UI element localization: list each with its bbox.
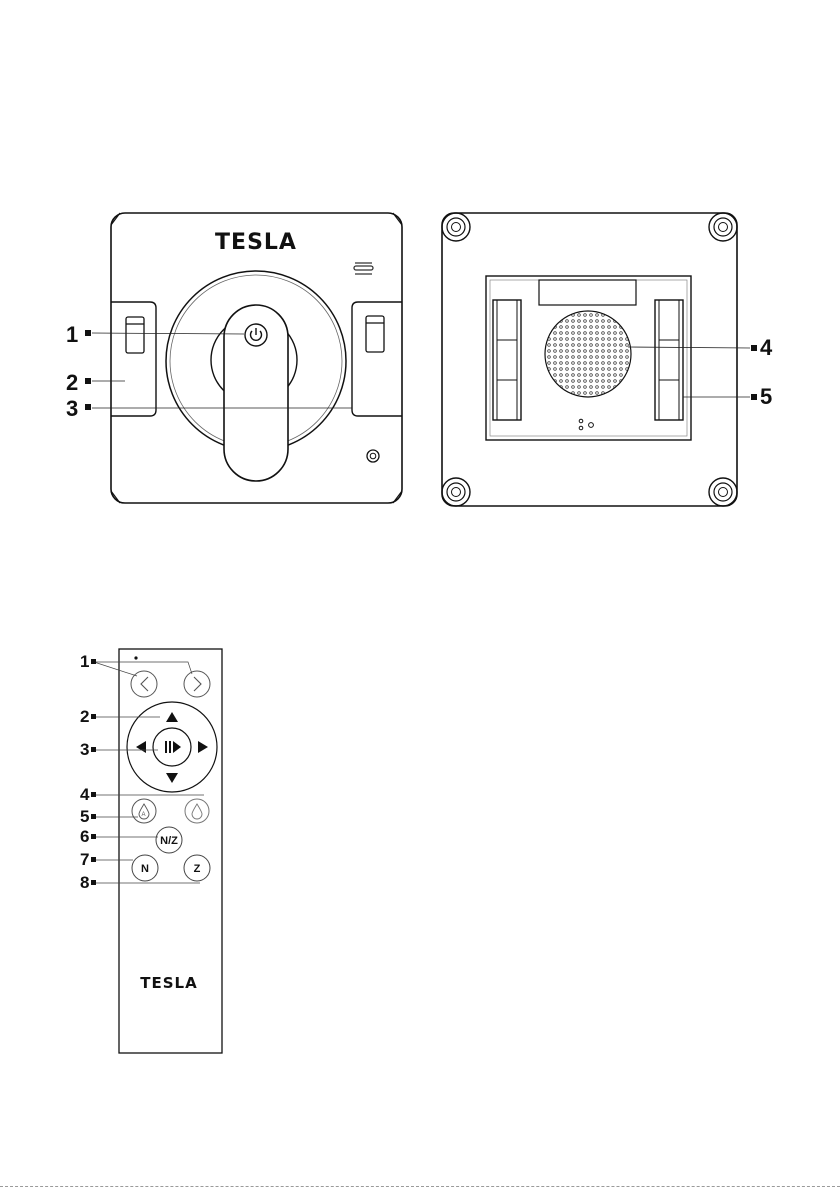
remote-leader-dots (91, 659, 96, 885)
remote-callout-2: 2 (80, 707, 89, 726)
back-right-track (655, 300, 683, 420)
remote-play-pause-button[interactable] (153, 728, 191, 766)
back-callout-5: 5 (760, 384, 772, 409)
robot-front: TESLA (66, 213, 402, 503)
front-corner-br (393, 491, 402, 503)
back-leader-dots (751, 345, 757, 400)
back-foot-br (709, 478, 737, 506)
front-corner-bl (111, 491, 120, 503)
remote-callout-6: 6 (80, 827, 89, 846)
back-label-plate (539, 280, 636, 305)
front-left-bumper (111, 302, 156, 416)
back-foot-tr (709, 213, 737, 241)
remote-callout-3: 3 (80, 740, 89, 759)
footer-dashed-rule (0, 1186, 840, 1187)
back-callout-4: 4 (760, 335, 773, 360)
front-left-latch[interactable] (126, 317, 144, 353)
remote-prev-button[interactable] (131, 671, 157, 697)
front-brand-logo: TESLA (215, 230, 297, 255)
remote-next-button[interactable] (184, 671, 210, 697)
front-corner-tl (111, 213, 120, 225)
remote-brand-logo: TESLA (140, 974, 197, 992)
water-drop-icon (192, 804, 202, 819)
back-suction-pad (545, 311, 631, 397)
front-callout-1: 1 (66, 322, 78, 347)
front-callout-3: 3 (66, 396, 78, 421)
back-leader-lines (628, 347, 750, 397)
arrow-up-icon[interactable] (166, 712, 178, 722)
chevron-right-icon (194, 677, 201, 691)
power-icon[interactable] (245, 324, 267, 346)
svg-text:A: A (142, 812, 146, 818)
front-right-latch[interactable] (366, 316, 384, 352)
remote-callout-5: 5 (80, 807, 89, 826)
arrow-down-icon[interactable] (166, 773, 178, 783)
remote-callout-7: 7 (80, 850, 89, 869)
back-foot-tl (442, 213, 470, 241)
arrow-right-icon[interactable] (198, 741, 208, 753)
remote-n-label: N (141, 863, 149, 875)
front-corner-tr (393, 213, 402, 225)
usb-port-icon (367, 450, 379, 462)
remote-control: A N/Z N Z TESLA (80, 649, 222, 1053)
remote-z-label: Z (194, 863, 201, 875)
chevron-left-icon (141, 677, 148, 691)
back-left-track (493, 300, 521, 420)
back-foot-bl (442, 478, 470, 506)
front-leader-dots (85, 330, 91, 410)
remote-n-button[interactable]: N (132, 855, 158, 881)
remote-z-button[interactable]: Z (184, 855, 210, 881)
remote-led (134, 656, 137, 659)
remote-nz-button[interactable]: N/Z (156, 827, 182, 853)
remote-spray-left-button[interactable]: A (132, 799, 156, 823)
remote-callout-8: 8 (80, 873, 89, 892)
arrow-left-icon[interactable] (136, 741, 146, 753)
speaker-grille-icon (354, 263, 373, 274)
remote-spray-right-button[interactable] (185, 799, 209, 823)
remote-leader-lines (94, 662, 204, 883)
robot-back: 4 5 (442, 213, 773, 506)
front-callout-2: 2 (66, 370, 78, 395)
front-right-bumper (352, 302, 402, 416)
remote-callout-1: 1 (80, 652, 89, 671)
remote-callout-4: 4 (80, 785, 90, 804)
back-sensors (579, 419, 593, 430)
remote-nz-label: N/Z (160, 835, 178, 847)
